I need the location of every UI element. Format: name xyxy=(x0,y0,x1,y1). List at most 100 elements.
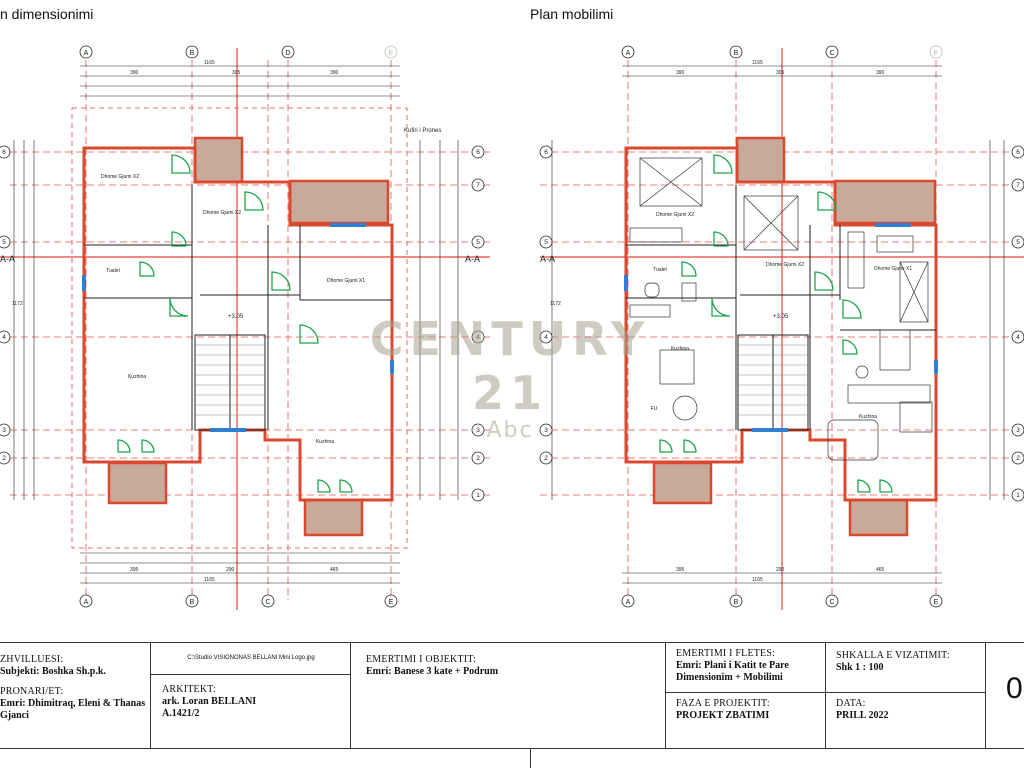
row-label: 6 xyxy=(2,149,6,156)
row-label: 7 xyxy=(1016,182,1020,189)
axis-label: C xyxy=(265,599,270,606)
dim-segment-bottom-right-3: 465 xyxy=(876,567,885,573)
architect-name: ark. Loran BELLANI xyxy=(162,696,257,707)
scale-block: SHKALLA E VIZATIMIT: Shk 1 : 100 xyxy=(836,650,981,674)
object-label: EMERTIMI I OBJEKTIT: xyxy=(366,654,477,665)
door-swings xyxy=(117,154,893,493)
roof-edge-label: Kufiri i Prones xyxy=(404,128,441,134)
axis-bubble xyxy=(825,594,839,608)
row-label: 1 xyxy=(476,492,480,499)
room-label-fu-r: FU xyxy=(651,406,658,412)
axis-bubble xyxy=(929,45,943,59)
scale-value: Shk 1 : 100 xyxy=(836,662,884,673)
architect-block: ARKITEKT: ark. Loran BELLANI A.1421/2 xyxy=(162,684,348,720)
watermark-brand: CENTURY 21 xyxy=(369,312,651,420)
object-value: Emri: Banese 3 kate + Podrum xyxy=(366,666,499,677)
sheet-label: EMERTIMI I FLETES: xyxy=(676,648,776,659)
interior-walls-left xyxy=(84,185,392,431)
dim-total-bottom-left: 1165 xyxy=(204,577,215,583)
room-label-bedroom-3-r: Dhome Gjumi X1 xyxy=(874,266,912,272)
room-label-kitchen-2: Kuzhina xyxy=(316,439,334,445)
watermark: CENTURY 21 Abc xyxy=(340,312,680,443)
dim-segment-top-right-3: 390 xyxy=(876,70,885,76)
room-label-kitchen-1-r: Kuzhina xyxy=(671,346,689,352)
balcony-hatch-left-bottom xyxy=(107,461,168,505)
axis-label: A xyxy=(84,50,89,57)
row-label: 6 xyxy=(1016,149,1020,156)
left-plan-title: n dimensionimi xyxy=(0,6,94,22)
row-label: 2 xyxy=(1016,455,1020,462)
row-label: 4 xyxy=(1016,334,1020,341)
scale-label: SHKALLA E VIZATIMIT: xyxy=(836,650,950,661)
row-label: 5 xyxy=(544,239,548,246)
balcony-hatch-right-bottom-2 xyxy=(848,498,909,537)
level-mark-left: +3.05 xyxy=(228,314,244,320)
axis-bubble xyxy=(929,594,943,608)
row-label: 1 xyxy=(1016,492,1020,499)
room-label-bedroom-1-r: Dhome Gjumi X2 xyxy=(656,212,694,218)
furniture-right xyxy=(629,157,933,461)
axis-bubbles-left xyxy=(79,45,943,608)
row-label: 2 xyxy=(544,455,548,462)
windows xyxy=(82,223,938,432)
row-label: 2 xyxy=(476,455,480,462)
date-label: DATA: xyxy=(836,698,866,709)
section-label-right-a: A-A xyxy=(540,254,555,264)
axis-label: A xyxy=(626,50,631,57)
axis-label: C xyxy=(829,50,834,57)
room-label-toilet: Tualet xyxy=(106,268,120,274)
dimension-chains-right xyxy=(551,65,1005,584)
architect-label: ARKITEKT: xyxy=(162,684,217,695)
row-label: 5 xyxy=(476,239,480,246)
dim-total-top-left: 1165 xyxy=(204,60,215,66)
row-label: 7 xyxy=(476,182,480,189)
dim-height-right: 1172 xyxy=(550,301,561,307)
stairs-treads xyxy=(195,344,808,416)
axis-label: B xyxy=(190,599,195,606)
section-label-left-a: A-A xyxy=(0,254,15,264)
axis-bubble xyxy=(79,594,93,608)
row-label: 4 xyxy=(544,334,548,341)
row-label: 5 xyxy=(2,239,6,246)
axis-label: E xyxy=(934,50,939,57)
dim-segment-top-right-1: 390 xyxy=(676,70,685,76)
dim-segment-bottom-left-3: 465 xyxy=(330,567,339,573)
dim-height-left: 1172 xyxy=(12,301,23,307)
dim-segment-top-left-2: 305 xyxy=(232,70,241,76)
balcony-hatch-left-top xyxy=(193,136,244,184)
dim-segment-top-left-1: 390 xyxy=(130,70,139,76)
developer-value: Subjekti: Boshka Sh.p.k. xyxy=(0,666,106,677)
balcony-hatch-right-top xyxy=(735,136,786,184)
architect-license: A.1421/2 xyxy=(162,708,200,719)
right-plan-title: Plan mobilimi xyxy=(530,6,614,22)
dim-total-top-right: 1165 xyxy=(752,60,763,66)
row-bubbles xyxy=(0,145,1024,502)
section-label-left-b: A-A xyxy=(465,254,480,264)
balcony-hatch-left-bottom-2 xyxy=(303,498,364,537)
row-label: 4 xyxy=(476,334,480,341)
dim-total-bottom-right: 1165 xyxy=(752,577,763,583)
phase-block: FAZA E PROJEKTIT: PROJEKT ZBATIMI xyxy=(676,698,821,722)
exterior-walls-right xyxy=(624,146,938,502)
room-label-kitchen-1: Kuzhina xyxy=(128,374,146,380)
phase-value: PROJEKT ZBATIMI xyxy=(676,710,770,721)
axis-label: A xyxy=(84,599,89,606)
level-mark-right: +3.05 xyxy=(773,314,789,320)
dim-segment-bottom-left-2: 290 xyxy=(226,567,235,573)
date-block: DATA: PRILL 2022 xyxy=(836,698,981,722)
room-label-bedroom-2-r: Dhome Gjumi X2 xyxy=(766,262,804,268)
owner-value: Emri: Dhimitraq, Eleni & Thanas Gjanci xyxy=(0,698,146,721)
axis-bubble xyxy=(261,594,275,608)
logo-caption: C:\Studio VISIONONAS BELLANI Mini Logo.j… xyxy=(187,655,315,661)
balcony-hatch-right-mid xyxy=(833,179,937,225)
axis-bubble xyxy=(281,45,295,59)
axis-label: B xyxy=(190,50,195,57)
room-label-toilet-r: Tualet xyxy=(653,267,667,273)
axis-label: E xyxy=(934,599,939,606)
axis-label: B xyxy=(734,599,739,606)
axis-bubble xyxy=(384,45,398,59)
axis-label: E xyxy=(389,50,394,57)
row-label: 5 xyxy=(1016,239,1020,246)
room-label-kitchen-2-r: Kuzhina xyxy=(859,414,877,420)
object-block: EMERTIMI I OBJEKTIT: Emri: Banese 3 kate… xyxy=(366,654,656,678)
